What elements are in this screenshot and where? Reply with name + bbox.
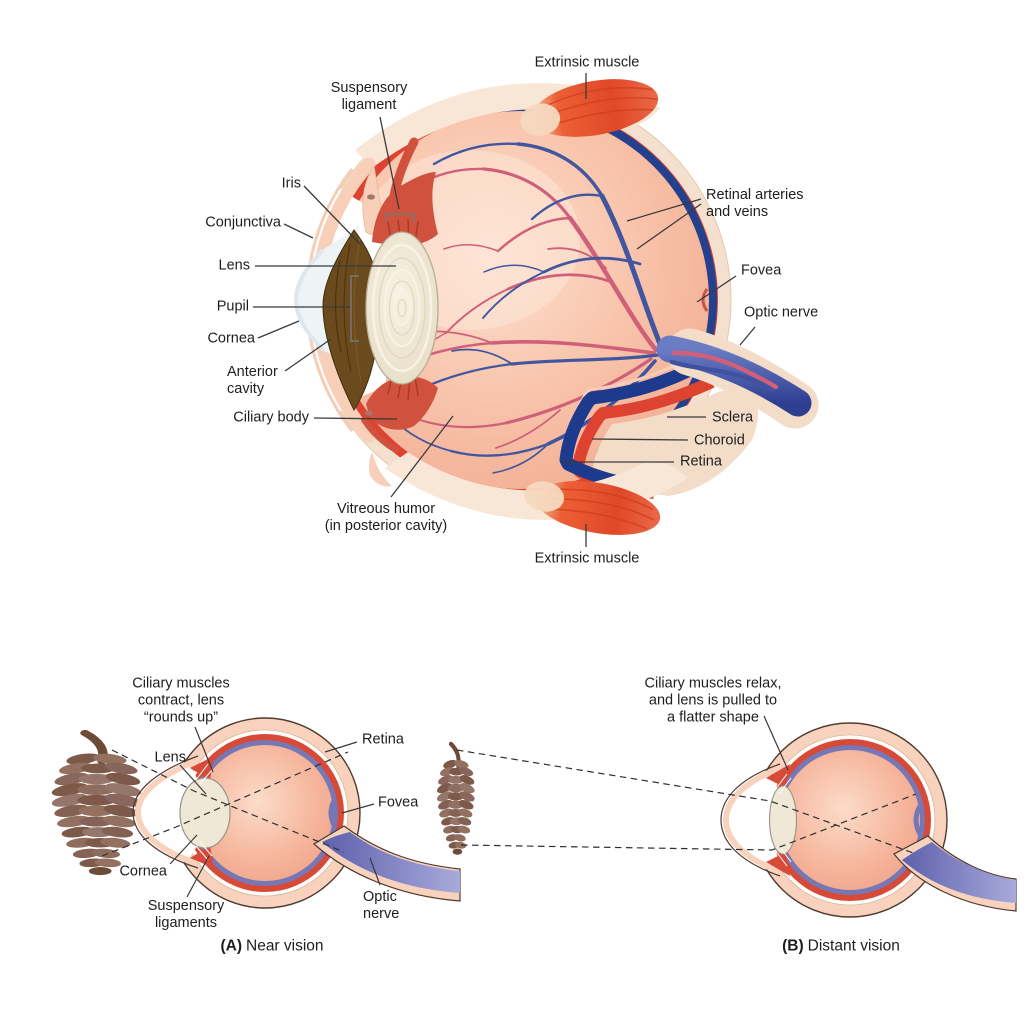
lens-b	[768, 785, 798, 855]
caption-near-vision: (A)Near vision	[220, 938, 323, 955]
label-pupil: Pupil	[216, 298, 249, 315]
label-optic-nerve: Optic nerve	[744, 304, 819, 321]
measure-brackets	[350, 213, 415, 342]
optic-nerve-a	[312, 825, 461, 902]
lens-a	[179, 777, 231, 849]
label-extrinsic-muscle-bottom: Extrinsic muscle	[534, 550, 640, 567]
extrinsic-muscle-top	[355, 79, 660, 168]
label-a-suspensory-ligaments: Suspensory ligaments	[147, 898, 225, 931]
panel-a-illustration	[49, 717, 461, 909]
optic-nerve	[656, 328, 819, 429]
extrinsic-muscle-bottom	[385, 452, 688, 535]
label-a-lens: Lens	[154, 749, 186, 766]
leader-lines-main	[253, 73, 756, 547]
caption-a-text: Near vision	[246, 937, 324, 955]
fovea-pit	[701, 288, 709, 312]
optic-nerve-b	[893, 835, 1017, 912]
fovea-pit-a	[328, 797, 338, 829]
caption-b-letter: (B)	[782, 937, 804, 955]
anterior-segment-a	[132, 755, 231, 869]
label-suspensory-ligament: Suspensory ligament	[330, 80, 408, 113]
light-rays-a	[101, 749, 349, 857]
label-choroid: Choroid	[694, 432, 745, 449]
label-vitreous-humor: Vitreous humor (in posterior cavity)	[324, 501, 448, 534]
caption-a-letter: (A)	[220, 937, 242, 955]
caption-b-text: Distant vision	[807, 937, 900, 955]
label-a-cornea: Cornea	[119, 863, 167, 880]
label-cornea: Cornea	[207, 330, 255, 347]
label-iris: Iris	[281, 175, 301, 192]
label-lens: Lens	[218, 257, 250, 274]
anterior-segment-b	[720, 763, 798, 877]
label-conjunctiva: Conjunctiva	[205, 214, 281, 231]
leader-lines-a	[169, 726, 381, 898]
label-sclera: Sclera	[712, 409, 754, 426]
leader-line-b	[763, 715, 789, 771]
label-extrinsic-muscle-top: Extrinsic muscle	[534, 54, 640, 71]
label-retinal-vessels: Retinal arteries and veins	[706, 187, 804, 220]
label-ciliary-body: Ciliary body	[233, 409, 309, 426]
label-a-retina: Retina	[362, 731, 404, 748]
panel-b-illustration	[436, 715, 1017, 918]
light-rays-b	[456, 749, 917, 855]
ciliary-body-bottom	[366, 376, 438, 430]
lens-body	[365, 231, 439, 385]
caption-distant-vision: (B)Distant vision	[782, 938, 900, 955]
fovea-pit-b	[913, 804, 923, 836]
label-a-ciliary-note: Ciliary muscles contract, lens “rounds u…	[132, 675, 230, 726]
label-a-optic-nerve: Optic nerve	[363, 889, 400, 922]
label-retina: Retina	[680, 453, 722, 470]
label-a-fovea: Fovea	[378, 794, 419, 811]
label-b-ciliary-note: Ciliary muscles relax, and lens is pulle…	[644, 675, 782, 726]
label-anterior-cavity: Anterior cavity	[227, 364, 278, 397]
main-eye-illustration	[253, 73, 819, 547]
label-fovea: Fovea	[741, 262, 782, 279]
anterior-segment	[293, 137, 439, 487]
